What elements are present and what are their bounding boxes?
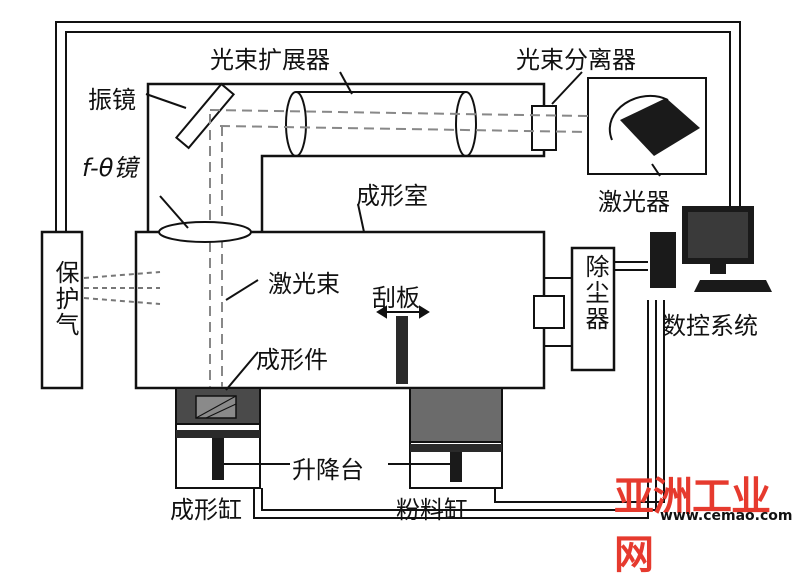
label-powder-cylinder: 粉料缸 bbox=[396, 496, 468, 524]
dust-duct bbox=[533, 295, 565, 329]
annotation-leaders bbox=[145, 71, 661, 391]
label-lift-platform: 升降台 bbox=[292, 456, 364, 484]
f-theta-lens-shape bbox=[158, 221, 252, 243]
label-galvo-mirror: 振镜 bbox=[88, 86, 136, 114]
build-chamber-box bbox=[134, 230, 546, 390]
watermark-url: www.cemao.com bbox=[660, 508, 793, 524]
label-laser: 激光器 bbox=[598, 188, 670, 216]
connection-lines bbox=[55, 21, 741, 519]
label-dust-remover: 除尘器 bbox=[581, 254, 609, 332]
computer-icon bbox=[650, 206, 772, 292]
label-build-cylinder: 成形缸 bbox=[170, 496, 242, 524]
protective-gas-box bbox=[40, 230, 84, 390]
scraper-blade bbox=[396, 316, 408, 384]
label-formed-part: 成形件 bbox=[256, 346, 328, 374]
label-beam-separator: 光束分离器 bbox=[516, 46, 636, 74]
dust-remover-box bbox=[570, 246, 616, 372]
galvo-mirror-shape bbox=[174, 82, 236, 150]
laser-cable bbox=[608, 94, 669, 141]
laser-beam-path bbox=[209, 109, 589, 398]
label-protective-gas: 保护气 bbox=[51, 260, 79, 338]
label-beam-expander: 光束扩展器 bbox=[210, 46, 330, 74]
label-f-theta-lens: f-θ镜 bbox=[82, 154, 138, 182]
label-laser-beam: 激光束 bbox=[268, 270, 340, 298]
diagram-canvas: 光束扩展器 光束分离器 振镜 f-θ镜 激光器 成形室 保护气 激光束 刮板 除… bbox=[40, 21, 793, 578]
build-cylinder-shape bbox=[175, 387, 261, 489]
beam-separator-shape bbox=[531, 105, 557, 151]
label-build-chamber: 成形室 bbox=[356, 182, 428, 210]
gas-flow-arrows bbox=[83, 271, 161, 305]
powder-cylinder-shape bbox=[409, 387, 503, 489]
label-scraper: 刮板 bbox=[372, 284, 420, 312]
laser-device bbox=[620, 98, 700, 156]
dust-lines bbox=[544, 261, 648, 347]
slm-schematic bbox=[40, 21, 772, 519]
beam-expander-shape bbox=[285, 91, 477, 157]
scraper-arrow bbox=[376, 305, 430, 319]
label-cnc-system: 数控系统 bbox=[662, 312, 758, 340]
